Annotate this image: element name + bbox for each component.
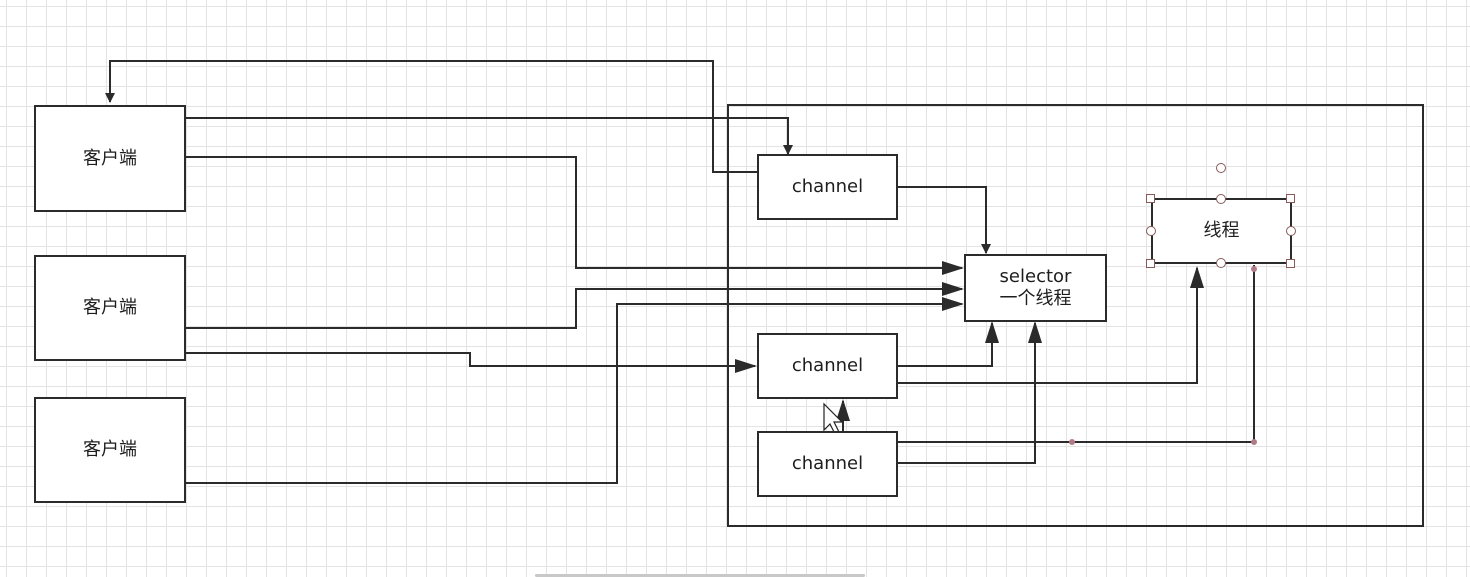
channel-node-1[interactable]: channel — [757, 154, 898, 220]
edge-waypoint[interactable] — [1251, 439, 1257, 445]
edge-client3-to-selector[interactable] — [185, 297, 964, 484]
edge-thread-to-channel2[interactable] — [836, 265, 1255, 443]
resize-handle-s[interactable] — [1216, 258, 1226, 268]
edge-channel3-to-selector[interactable] — [897, 321, 1042, 464]
server-container[interactable] — [727, 104, 1424, 527]
client-node-1[interactable]: 客户端 — [34, 105, 186, 212]
channel-node-3[interactable]: channel — [757, 431, 898, 497]
channel-node-2[interactable]: channel — [757, 333, 898, 399]
client-node-label: 客户端 — [83, 147, 137, 169]
edge-channel1-to-client1[interactable] — [105, 60, 758, 173]
edge-client2-to-selector[interactable] — [185, 282, 964, 329]
channel-node-label: channel — [791, 176, 864, 197]
edge-client1-to-selector[interactable] — [185, 156, 964, 275]
client-node-label: 客户端 — [83, 297, 137, 318]
horizontal-scrollbar[interactable] — [535, 574, 865, 577]
edge-client2-to-channel2[interactable] — [185, 352, 757, 373]
resize-handle-w[interactable] — [1146, 226, 1156, 236]
resize-handle-se[interactable] — [1286, 259, 1295, 268]
edge-channel2-to-thread[interactable] — [897, 266, 1204, 384]
edge-waypoint[interactable] — [1069, 439, 1075, 445]
edge-channel1-to-selector[interactable] — [897, 186, 991, 254]
selector-node-title: selector — [999, 266, 1072, 287]
selector-node[interactable]: selector 一个线程 — [964, 254, 1107, 322]
edge-client1-to-channel1[interactable] — [185, 117, 793, 155]
thread-node-label: 线程 — [1203, 220, 1240, 241]
client-node-label: 客户端 — [83, 439, 137, 460]
resize-handle-sw[interactable] — [1146, 259, 1155, 268]
client-node-3[interactable]: 客户端 — [34, 397, 186, 503]
resize-handle-n[interactable] — [1216, 194, 1226, 204]
edge-channel2-to-selector[interactable] — [897, 321, 999, 367]
resize-handle-nw[interactable] — [1146, 194, 1155, 203]
rotate-handle[interactable] — [1216, 163, 1226, 173]
edge-waypoint[interactable] — [1251, 266, 1257, 272]
resize-handle-ne[interactable] — [1286, 194, 1295, 203]
selector-node-subtitle: 一个线程 — [999, 288, 1072, 309]
resize-handle-e[interactable] — [1286, 226, 1296, 236]
channel-node-label: channel — [791, 355, 864, 376]
channel-node-label: channel — [791, 453, 864, 474]
thread-node[interactable]: 线程 — [1151, 198, 1292, 264]
client-node-2[interactable]: 客户端 — [34, 255, 186, 361]
